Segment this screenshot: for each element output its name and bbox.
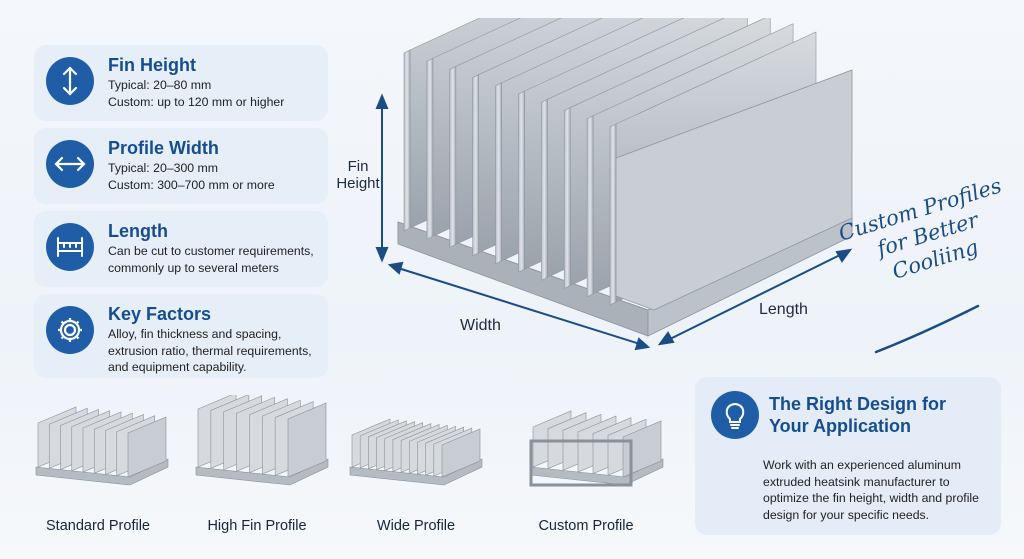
feature-title: Profile Width [108,138,219,158]
fin-front [403,49,411,232]
fin-front [541,98,548,281]
vertical-arrows-icon [46,57,94,105]
length-ruler-icon [46,223,94,271]
design-info-panel: The Right Design for Your Application Wo… [695,377,1001,535]
length-label: Length [759,301,808,318]
end-fin-plate [615,69,853,311]
feature-line: extrusion ratio, thermal requirements, [108,343,312,358]
thumb-fin [127,416,167,478]
feature-card-profile-width: Profile Width Typical: 20–300 mm Custom:… [34,128,328,204]
thumb-fin [287,402,327,478]
feature-line: Custom: 300–700 mm or more [108,177,275,192]
fin-front [426,57,434,240]
thumb-fin [441,428,481,478]
high-fin-profile-label: High Fin Profile [207,518,307,534]
panel-title: The Right Design for Your Application [769,393,946,437]
feature-card-length: Length Can be cut to customer requiremen… [34,211,328,287]
feature-line: Can be cut to customer requirements, [108,244,314,258]
fin-height-label-line2: Height [336,175,380,192]
custom-profile-image [529,410,664,487]
feature-title: Length [108,221,168,241]
panel-body-line: extruded heatsink manufacturer to [763,474,950,489]
panel-body: Work with an experienced aluminum extrud… [763,457,985,523]
width-label: Width [460,317,501,334]
fin-front [449,65,457,248]
feature-line: commonly up to several meters [108,260,279,275]
fin-front [472,74,479,257]
fin-front [495,82,502,265]
high-fin-profile-image [195,395,329,486]
thumb-custom-housing [529,439,633,487]
slogan-underline [874,304,980,354]
fin-front [609,123,617,306]
fin-front [518,90,525,273]
feature-line: Typical: 20–300 mm [108,161,219,175]
fin-height-label-line1: Fin [347,158,369,175]
feature-line: Custom: up to 120 mm or higher [108,94,285,109]
panel-body-line: design for your specific needs. [763,507,930,522]
thumb-base [349,458,483,486]
wide-profile-image [349,418,483,486]
fin-front [563,107,571,290]
feature-line: Alloy, fin thickness and spacing, [108,327,282,341]
panel-title-line1: The Right Design for [769,394,946,414]
fin-front [586,115,594,298]
wide-profile-label: Wide Profile [376,518,456,534]
standard-profile-label: Standard Profile [46,518,150,534]
thumb-base [195,458,329,486]
thumb-base [35,458,169,486]
feature-line: and equipment capability. [108,360,247,374]
standard-profile-image [35,406,169,486]
feature-title: Fin Height [108,55,196,75]
feature-card-fin-height: Fin Height Typical: 20–80 mm Custom: up … [34,45,328,121]
fin-height-label: Fin Height [333,158,383,192]
heatsink-hero-image [375,18,853,351]
feature-card-key-factors: Key Factors Alloy, fin thickness and spa… [34,294,328,378]
gear-icon [46,306,94,354]
feature-line: Typical: 20–80 mm [108,78,212,92]
lightbulb-icon [711,391,759,439]
horizontal-arrows-icon [46,140,94,188]
feature-title: Key Factors [108,304,212,324]
panel-title-line2: Your Application [769,416,911,436]
panel-body-line: optimize the fin height, width and profi… [763,491,980,505]
custom-profile-label: Custom Profile [538,518,634,534]
panel-body-line: Work with an experienced aluminum [763,458,961,472]
